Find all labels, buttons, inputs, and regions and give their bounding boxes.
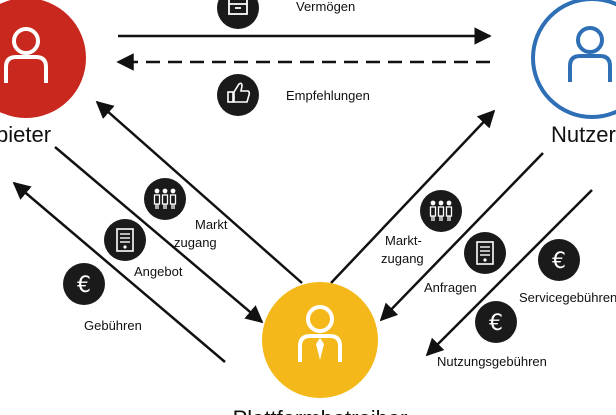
nutzungsgebuehren-label: Nutzungsgebühren bbox=[437, 354, 547, 369]
servicegebuehren-label: Servicegebühren bbox=[519, 290, 616, 305]
anfragen-arrow bbox=[379, 152, 544, 322]
person-icon bbox=[568, 26, 612, 82]
box-icon bbox=[217, 0, 259, 29]
markt-zugang-right-arrow bbox=[330, 109, 496, 284]
angebot-arrow bbox=[54, 146, 264, 324]
euro-icon: € bbox=[538, 239, 580, 281]
nutzer-node bbox=[531, 0, 616, 119]
svg-text:€: € bbox=[552, 249, 566, 274]
anbieter-node bbox=[0, 0, 86, 118]
anbieter-label: bieter bbox=[0, 122, 51, 147]
group-icon bbox=[144, 178, 186, 220]
thumbs-up-icon bbox=[217, 74, 259, 116]
vermoegen-label: Vermögen bbox=[296, 0, 355, 14]
euro-icon: € bbox=[63, 263, 105, 305]
gebuehren-arrow bbox=[12, 181, 226, 363]
document-icon bbox=[104, 219, 146, 261]
anfragen-label: Anfragen bbox=[424, 280, 477, 295]
svg-text:€: € bbox=[489, 311, 503, 336]
markt-zugang-left-label: Markt zugang bbox=[174, 217, 231, 250]
gebuehren-label: Gebühren bbox=[84, 318, 142, 333]
plattform-node bbox=[262, 282, 378, 398]
person-tie-icon bbox=[298, 305, 342, 362]
euro-icon: € bbox=[475, 301, 517, 343]
plattform-label: Plattformbetreiber bbox=[233, 406, 408, 415]
markt-zugang-right-label: Markt- zugang bbox=[381, 233, 425, 266]
svg-text:€: € bbox=[77, 273, 91, 298]
markt-zugang-left-arrow bbox=[95, 100, 303, 284]
nutzungsgebuehren-arrow bbox=[425, 189, 593, 357]
angebot-label: Angebot bbox=[134, 264, 183, 279]
empfehlungen-label: Empfehlungen bbox=[286, 88, 370, 103]
document-icon bbox=[464, 232, 506, 274]
group-icon bbox=[420, 190, 462, 232]
person-icon bbox=[4, 27, 48, 83]
nutzer-label: Nutzer bbox=[551, 122, 616, 147]
